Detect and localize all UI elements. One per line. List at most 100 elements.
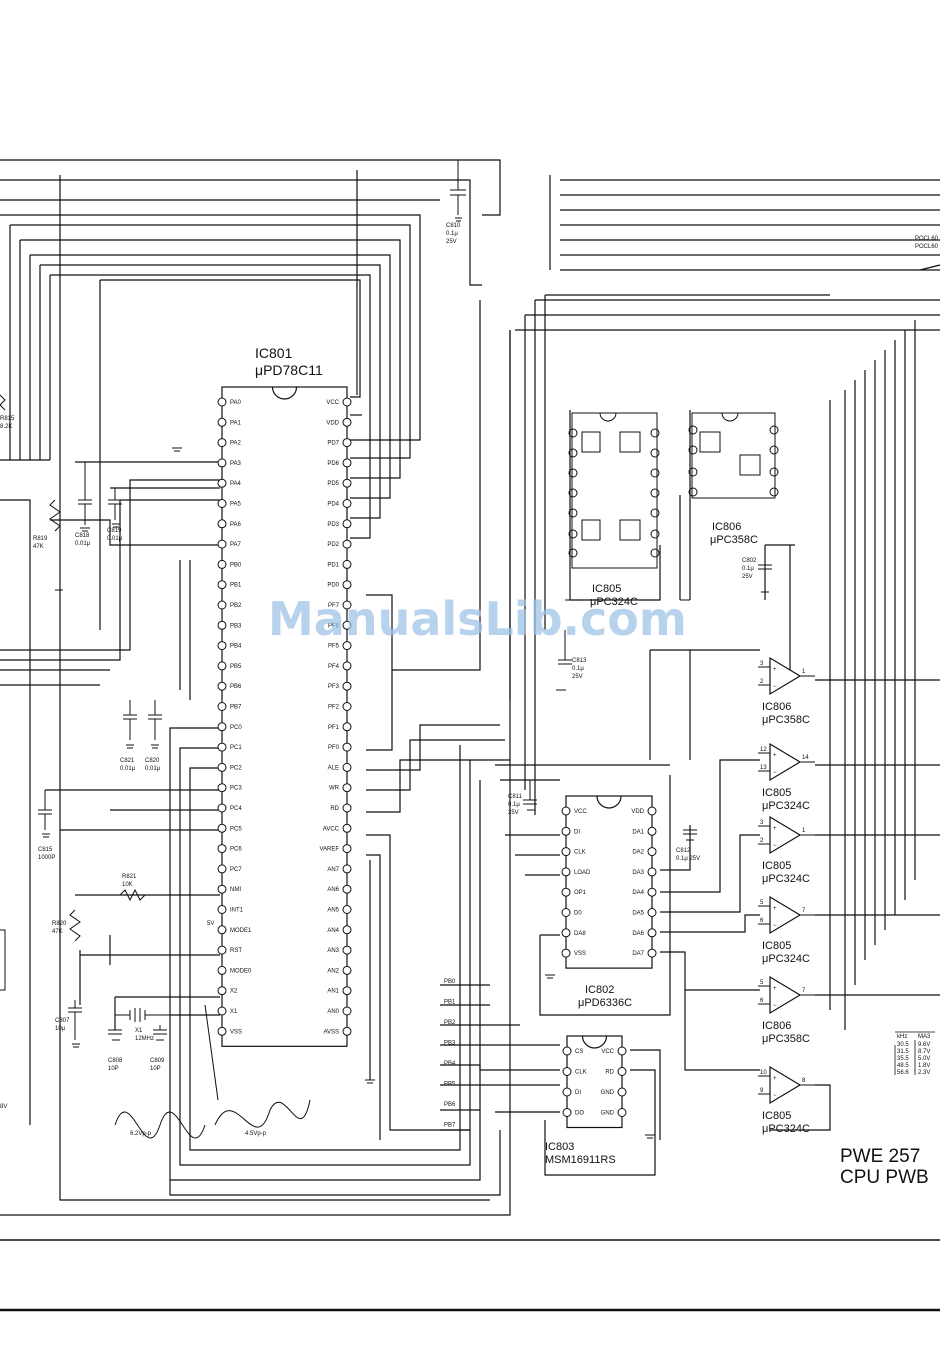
ic803-pin-label: CLK [575, 1070, 587, 1076]
board-title-line2: CPU PWB [840, 1167, 929, 1188]
ic801-pin-right [342, 417, 352, 427]
opamp-triangle [769, 895, 802, 935]
ic806-pkg-part: μPC358C [710, 534, 758, 546]
opamp-plus: + [773, 667, 777, 673]
opamp-plus: + [773, 906, 777, 912]
ic801-pin-left [217, 600, 227, 610]
ic801-pin-label: PC6 [230, 847, 242, 853]
ic801-pin-left [217, 925, 227, 935]
opamp-pin-neg: 2 [760, 679, 764, 685]
ic801-pin-label: PA5 [230, 502, 242, 508]
ic801-pin-left [217, 1026, 227, 1036]
c818-label: C818 [75, 533, 90, 539]
ic801-pin-label: AN4 [327, 928, 339, 934]
ic801-pin-label: PF6 [328, 623, 340, 629]
ic801-pin-right [342, 1026, 352, 1036]
opamp-triangle [769, 975, 802, 1015]
ic801-pin-left [217, 661, 227, 671]
opamp-plus: + [773, 826, 777, 832]
ic802-pin-right [647, 867, 657, 877]
ic801-pin-left [217, 823, 227, 833]
ic801-pin-label: PA3 [230, 461, 242, 467]
c811-voltage: 25V [508, 810, 519, 816]
opamp-ref: IC805 [762, 860, 791, 872]
ic801-pin-right [342, 803, 352, 813]
ic801-pin-label: AN6 [327, 887, 339, 893]
c813-label: C813 [572, 658, 587, 664]
ic802-notch [596, 795, 622, 809]
opamp-triangle [769, 656, 802, 696]
ic801-pin-right [342, 762, 352, 772]
ic801-pin-right [342, 905, 352, 914]
ic801-pin-label: PC3 [230, 786, 242, 792]
ic801-pin-label: RD [330, 806, 339, 812]
ic801-pin-left [217, 945, 227, 955]
ic801-pin-right [342, 559, 352, 569]
ic801-pin-label: PF1 [328, 725, 340, 731]
ic801-pin-right [342, 986, 352, 996]
freq-cell-khz: 56.6 [897, 1070, 909, 1076]
c820-label: C820 [145, 758, 160, 764]
pb-label: PB5 [444, 1082, 456, 1088]
ic802-pin-label: OP1 [574, 890, 587, 896]
ic802-pin-left [561, 826, 571, 836]
ic801-pin-label: PB3 [230, 623, 242, 629]
ic801-pin-left [217, 641, 227, 651]
ic806-pkg-ref: IC806 [712, 521, 741, 533]
opamp-part: μPC324C [762, 873, 810, 885]
ic802-pin-right [647, 826, 657, 836]
ic803-pin-label: GND [601, 1111, 615, 1117]
opamp-part: μPC358C [762, 714, 810, 726]
ground-symbols [42, 217, 769, 1139]
ic801-pin-label: PA2 [230, 441, 242, 447]
ic802-pin-label: DA7 [632, 951, 644, 957]
ic803-body [566, 1035, 623, 1129]
ic801-pin-left [217, 986, 227, 996]
passive-symbols [0, 160, 772, 1139]
ic801-pin-right [342, 397, 352, 407]
ic801-pin-label: PD4 [327, 502, 339, 508]
ic801-pin-right [342, 722, 352, 732]
ic801-pin-label: PD3 [327, 522, 339, 528]
ic801-pin-label: AN2 [327, 968, 339, 974]
freq-cell-khz: 30.5 [897, 1042, 909, 1048]
opamp-leads [758, 666, 815, 686]
pb-label: PB7 [444, 1123, 456, 1129]
ic802-pin-right [647, 887, 657, 897]
ic803-pin-right [617, 1087, 627, 1097]
ic801-chip: PA0PA1PA2PA3PA4PA5PA6PA7PB0PB1PB2PB3PB4P… [217, 386, 352, 1047]
ic801-pin-label: PC1 [230, 745, 242, 751]
ic802-chip: VCCDICLKLOADOP1D0DA8VSSVDDDA1DA2DA3DA4DA… [561, 795, 657, 969]
ic801-pin-label: PB0 [230, 562, 242, 568]
r820-value: 47K [52, 929, 63, 935]
ic801-pin-label: PB7 [230, 705, 242, 711]
freq-cell-khz: 31.5 [897, 1049, 909, 1055]
ic801-pin-left [217, 681, 227, 691]
ic801-pin-label: INT1 [230, 908, 244, 914]
ic801-pin-label: WR [329, 786, 340, 792]
opamp-pin-out: 1 [802, 828, 806, 834]
ic801-pin-label: NMI [230, 887, 241, 893]
wave2-label: 4.5Vp-p [245, 1131, 267, 1137]
pb-label: PB3 [444, 1041, 456, 1047]
ic801-pin-right [342, 641, 352, 651]
opamp-minus: − [773, 1003, 777, 1009]
ic801-pin-label: PF2 [328, 705, 340, 711]
opamp-pin-pos: 3 [760, 661, 764, 667]
opamp-pin-pos: 5 [760, 900, 764, 906]
ic806-package [688, 412, 779, 499]
ic802-pin-right [647, 908, 657, 917]
c819-label: C819 [107, 528, 122, 534]
pb-label: PB1 [444, 1000, 456, 1006]
r821-label: R821 [122, 874, 137, 880]
ic802-pin-label: VSS [574, 951, 586, 957]
x1-value: 12MHz [135, 1036, 154, 1042]
ic801-pin-label: X1 [230, 1009, 238, 1015]
opamp-pin-neg: 6 [760, 918, 764, 924]
c809-value: 10P [150, 1066, 161, 1072]
opamp-part: μPC324C [762, 800, 810, 812]
ic801-pin-label: PF3 [328, 684, 340, 690]
